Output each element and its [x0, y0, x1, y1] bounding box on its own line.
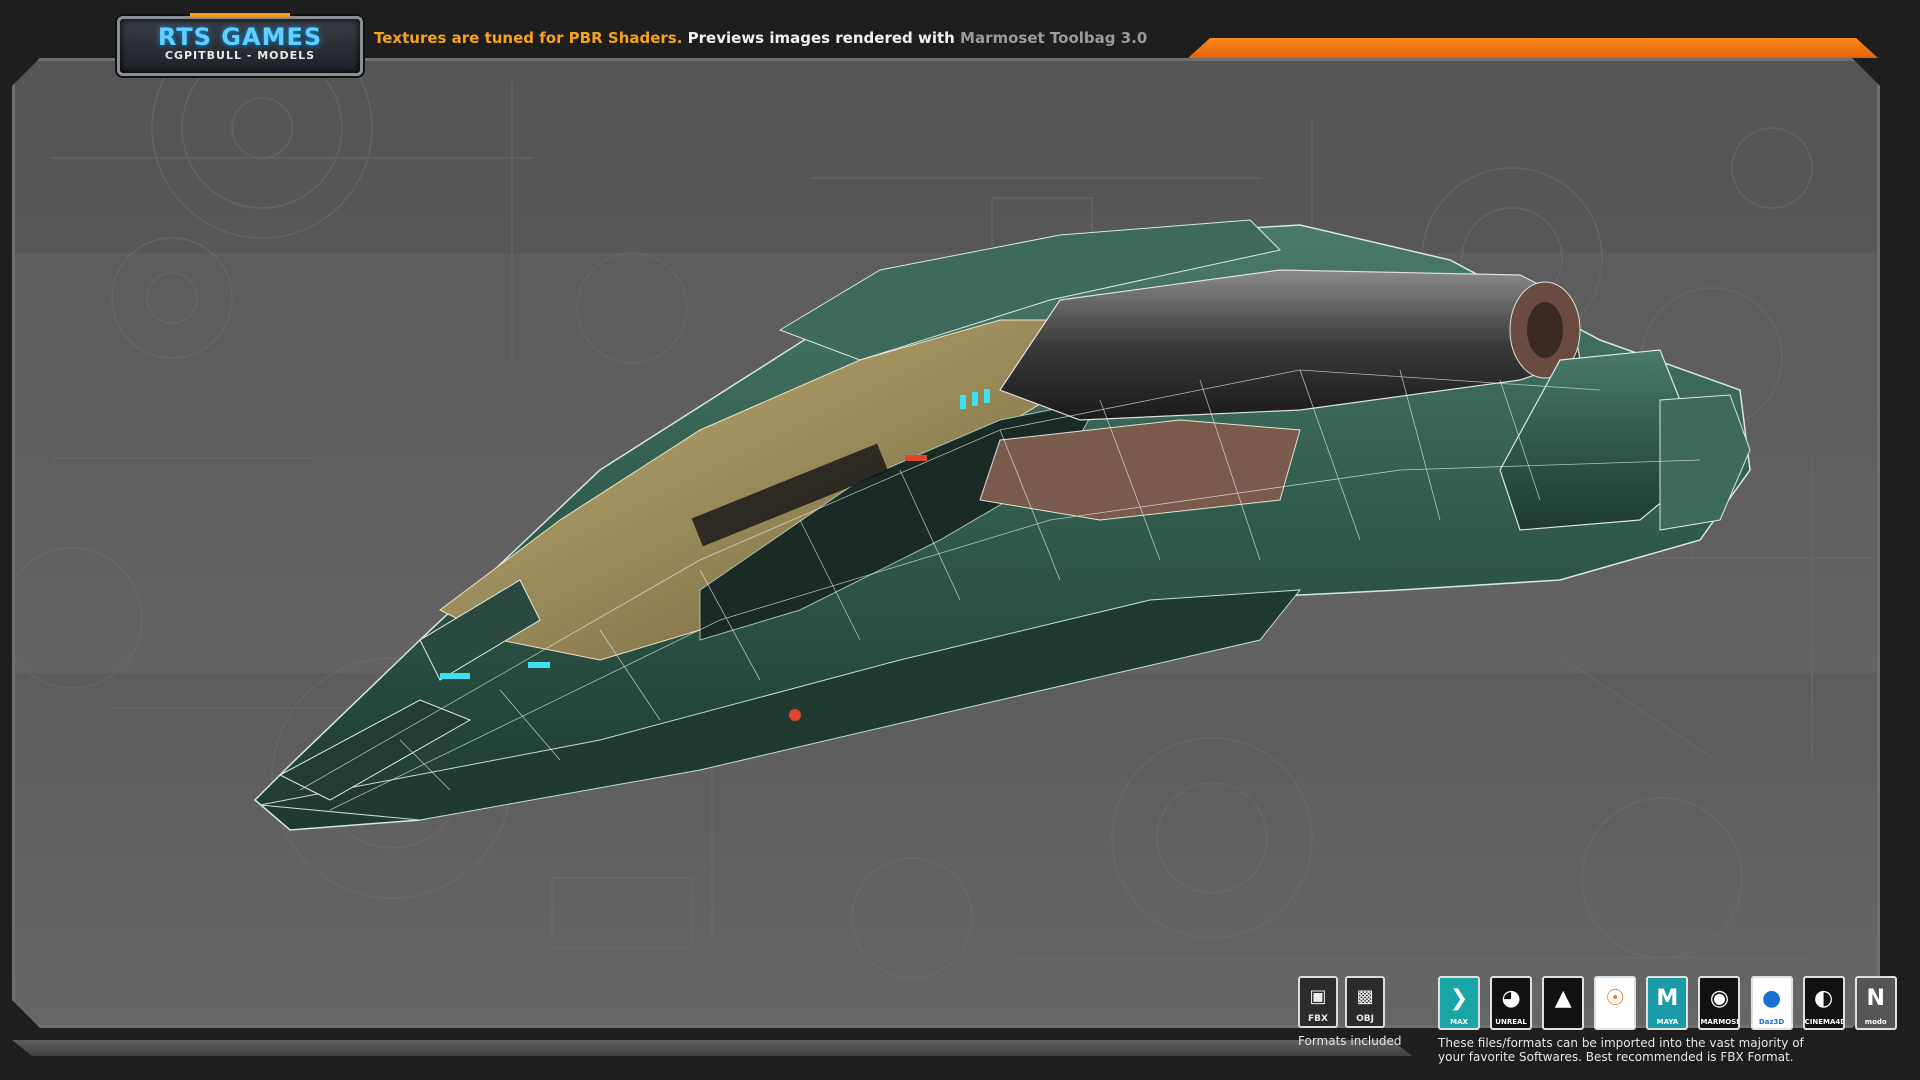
- logo-title: RTS GAMES: [157, 23, 323, 51]
- cinema4d-label: CINEMA4D: [1804, 1018, 1845, 1026]
- tagline-pbr: Textures are tuned for PBR Shaders.: [374, 29, 683, 47]
- software-caption-line1: These files/formats can be imported into…: [1438, 1036, 1804, 1050]
- daz3d-label: Daz3D: [1758, 1018, 1785, 1026]
- logo-accent: [190, 13, 290, 17]
- obj-glyph: ▩: [1356, 986, 1374, 1007]
- tagline-rendered: Previews images rendered with: [682, 29, 961, 47]
- unity-glyph: ▲: [1554, 986, 1572, 1011]
- 3dsmax-glyph: ❯: [1449, 986, 1469, 1011]
- rts-games-logo: RTS GAMES CGPITBULL - MODELS: [117, 13, 363, 76]
- fbx-label: FBX: [1308, 1014, 1328, 1024]
- blueprint-background: [12, 58, 1872, 979]
- software-panel: ❯ MAX ◕ UNREAL ▲ ☉ M MAYA ◉ MARMOSET TOOLBAG…: [1438, 976, 1902, 1064]
- formats-caption: Formats included: [1298, 1034, 1402, 1048]
- maya-glyph: M: [1656, 986, 1679, 1011]
- maya-icon: M MAYA: [1646, 976, 1689, 1030]
- marmoset-glyph: ◉: [1709, 986, 1730, 1011]
- unreal-glyph: ◕: [1501, 986, 1521, 1011]
- unreal-label: UNREAL: [1495, 1018, 1527, 1026]
- daz3d-glyph: ●: [1761, 986, 1782, 1011]
- daz3d-icon: ● Daz3D: [1750, 976, 1793, 1030]
- tagline-marmoset: Marmoset Toolbag 3.0: [960, 29, 1148, 47]
- fbx-file-icon: ▣ FBX: [1298, 976, 1338, 1028]
- blender-glyph: ☉: [1605, 986, 1626, 1011]
- marmoset-label: MARMOSET TOOLBAG: [1700, 1018, 1738, 1026]
- software-caption-line2: your favorite Softwares. Best recommende…: [1438, 1050, 1794, 1064]
- blender-icon: ☉: [1594, 976, 1637, 1030]
- fbx-glyph: ▣: [1309, 986, 1327, 1007]
- unreal-icon: ◕ UNREAL: [1490, 976, 1533, 1030]
- software-icons-row: ❯ MAX ◕ UNREAL ▲ ☉ M MAYA ◉ MARMOSET TOOLBAG…: [1438, 976, 1902, 1030]
- formats-panel: ▣ FBX ▩ OBJ Formats included: [1298, 976, 1420, 1048]
- modo-glyph: N: [1866, 986, 1885, 1011]
- maya-label: MAYA: [1656, 1018, 1679, 1026]
- header: RTS GAMES CGPITBULL - MODELS Textures ar…: [0, 0, 1920, 76]
- unity-icon: ▲: [1542, 976, 1585, 1030]
- obj-label: OBJ: [1356, 1014, 1375, 1024]
- cinema4d-glyph: ◐: [1814, 986, 1834, 1011]
- marmoset-icon: ◉ MARMOSET TOOLBAG: [1698, 976, 1741, 1030]
- modo-label: modo: [1864, 1018, 1887, 1026]
- logo-subtitle: CGPITBULL - MODELS: [164, 49, 316, 62]
- footer-divider: [12, 1040, 1412, 1056]
- cinema4d-icon: ◐ CINEMA4D: [1802, 976, 1845, 1030]
- header-accent-bar: [1188, 38, 1878, 58]
- obj-file-icon: ▩ OBJ: [1345, 976, 1386, 1028]
- tagline: Textures are tuned for PBR Shaders. Prev…: [374, 29, 1147, 47]
- 3dsmax-label: MAX: [1450, 1018, 1468, 1026]
- 3dsmax-icon: ❯ MAX: [1438, 976, 1480, 1030]
